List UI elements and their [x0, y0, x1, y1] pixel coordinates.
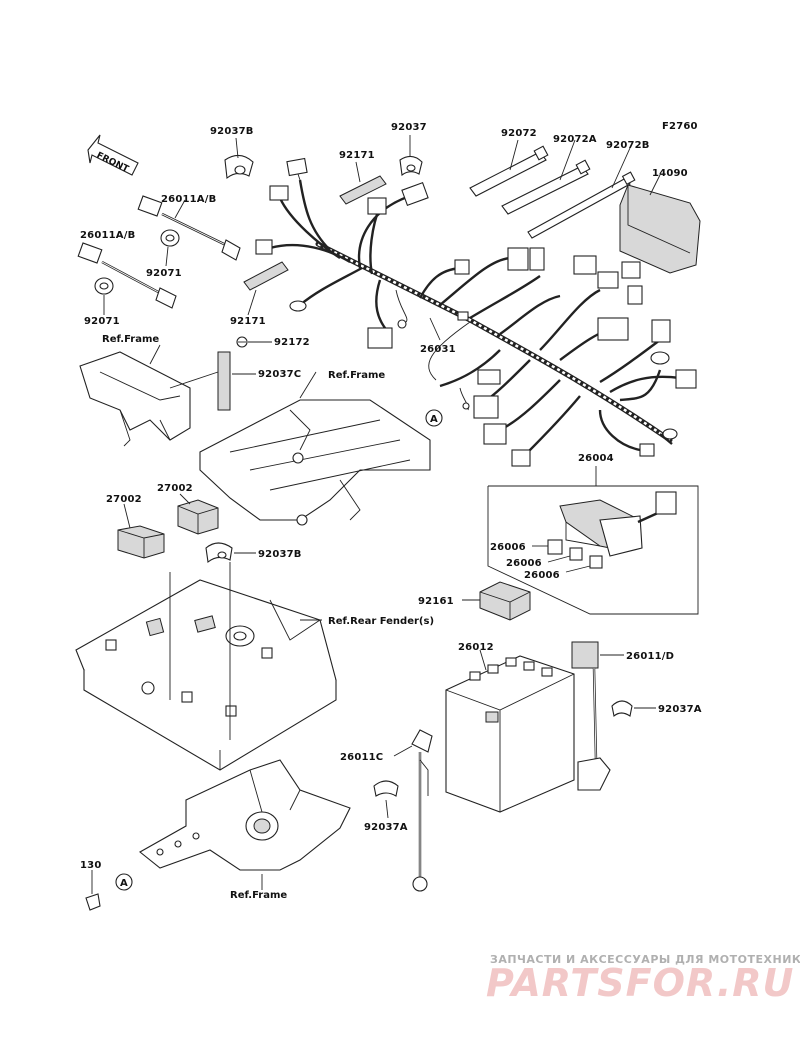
callout-92072B: 92072B — [606, 140, 650, 151]
grommet-92071-1 — [160, 229, 180, 247]
watermark-tagline: ЗАПЧАСТИ И АКСЕССУАРЫ ДЛЯ МОТОТЕХНИКИ — [490, 953, 800, 966]
cable-tie-92072B — [527, 171, 636, 239]
screw-92172 — [236, 336, 248, 348]
callout-92037A-right: 92037A — [658, 704, 702, 715]
clamp-92037-top — [399, 155, 423, 177]
callout-92172: 92172 — [274, 337, 310, 348]
callout-92072: 92072 — [501, 128, 537, 139]
callout-27002-1: 27002 — [106, 494, 142, 505]
callout-92037A-bottom: 92037A — [364, 822, 408, 833]
fuse-92171-top — [339, 175, 387, 205]
callout-92037B-top: 92037B — [210, 126, 254, 137]
relay-27002-right — [177, 499, 219, 535]
callout-92072A: 92072A — [553, 134, 597, 145]
callout-14090: 14090 — [652, 168, 688, 179]
callout-27002-2: 27002 — [157, 483, 193, 494]
callout-92071-1: 92071 — [146, 268, 182, 279]
callout-26012: 26012 — [458, 642, 494, 653]
callout-26006-3: 26006 — [524, 570, 560, 581]
main-harness-26031 — [255, 157, 697, 467]
callout-26011AB-1: 26011A/B — [161, 194, 216, 205]
battery-tray — [75, 562, 337, 771]
front-arrow: FRONT — [87, 134, 139, 176]
ecu-box-26004 — [487, 485, 699, 615]
callout-26011C: 26011C — [340, 752, 383, 763]
callout-92171-mid: 92171 — [230, 316, 266, 327]
marker-a-top: A — [425, 409, 443, 427]
callout-92171-top: 92171 — [339, 150, 375, 161]
band-92037C — [217, 351, 231, 411]
callout-26006-1: 26006 — [490, 542, 526, 553]
callout-92037C: 92037C — [258, 369, 301, 380]
grommet-92071-2 — [94, 277, 114, 295]
callout-26031: 26031 — [420, 344, 456, 355]
marker-a-bottom: A — [115, 873, 133, 891]
callout-92071-2: 92071 — [84, 316, 120, 327]
ref-rear-fender: Ref.Rear Fender(s) — [328, 616, 434, 627]
watermark-logo: PARTSFOR.RU — [486, 961, 794, 1005]
clamp-92037B-mid — [205, 542, 233, 564]
marker-a-top-label: A — [430, 414, 438, 425]
ref-frame-bottom: Ref.Frame — [230, 890, 287, 901]
callout-26004: 26004 — [578, 453, 614, 464]
lead-26011AB-1 — [137, 195, 241, 261]
ref-frame-left: Ref.Frame — [102, 334, 159, 345]
relay-92161 — [479, 581, 531, 621]
callout-26011D: 26011/D — [626, 651, 674, 662]
fuses-26006 — [547, 539, 603, 569]
lead-26011C — [411, 729, 433, 892]
clamp-92037A-right — [611, 700, 633, 718]
callout-92037B-mid: 92037B — [258, 549, 302, 560]
bolt-130 — [85, 893, 101, 911]
fuse-92171-mid — [243, 261, 289, 291]
clamp-92037B-top — [224, 154, 254, 180]
ref-frame-center: Ref.Frame — [328, 370, 385, 381]
frame-left — [79, 351, 191, 447]
clamp-92037A-bottom — [373, 780, 399, 797]
cable-tie-92072A — [501, 159, 591, 215]
cover-14090 — [619, 184, 701, 274]
lead-26011D — [571, 641, 611, 791]
callout-92161: 92161 — [418, 596, 454, 607]
frame-bottom — [139, 759, 351, 871]
battery-26012 — [445, 655, 575, 813]
lead-26011AB-2 — [77, 242, 177, 309]
figure-id: F2760 — [662, 121, 698, 132]
callout-26006-2: 26006 — [506, 558, 542, 569]
callout-26011AB-2: 26011A/B — [80, 230, 135, 241]
marker-a-bottom-label: A — [120, 878, 128, 889]
callout-92037: 92037 — [391, 122, 427, 133]
callout-130: 130 — [80, 860, 101, 871]
relay-27002-left — [117, 525, 165, 559]
frame-center — [199, 399, 431, 526]
cable-tie-92072 — [469, 145, 549, 197]
